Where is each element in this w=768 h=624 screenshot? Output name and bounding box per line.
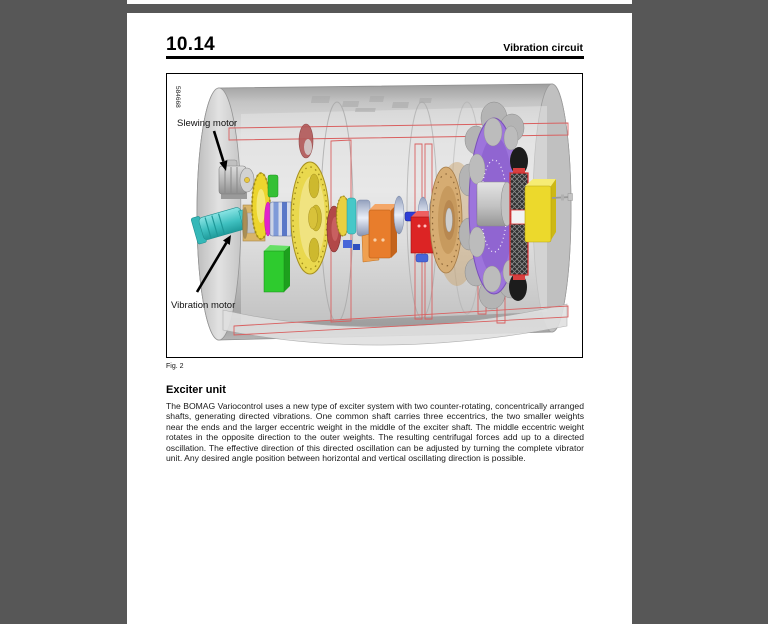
figure-id-number: 584668	[174, 86, 181, 108]
orange-eccentric-weight	[361, 204, 397, 263]
previous-page-bottom-edge	[127, 0, 632, 4]
slewing-motor	[218, 159, 255, 199]
section-number: 10.14	[166, 34, 216, 55]
shaft-bearing-left	[356, 199, 371, 237]
purple-flange-wheel	[458, 101, 525, 310]
drum-top-vents	[310, 96, 432, 112]
mount-bolt	[551, 193, 573, 201]
yellow-mount-block	[524, 179, 556, 243]
exciter-unit-diagram: 584668 Slewing motor Vibration motor	[171, 83, 573, 346]
section-heading: Exciter unit	[166, 384, 226, 396]
rubber-buffer-section	[509, 147, 529, 301]
vibration-motor-arrow	[195, 235, 231, 293]
figure-caption: Fig. 2	[166, 363, 184, 370]
green-block	[263, 245, 290, 293]
motor-face-dot	[244, 177, 250, 183]
section-outline-marks	[228, 122, 569, 336]
header-rule	[166, 56, 584, 59]
slewing-motor-label: Slewing motor	[177, 118, 237, 129]
page-header: 10.14 Vibration circuit	[166, 33, 583, 56]
main-gear-wheel	[290, 161, 330, 275]
section-disc-mark	[298, 123, 314, 159]
document-page: 10.14 Vibration circuit	[127, 13, 632, 624]
body-paragraph: The BOMAG Variocontrol uses a new type o…	[166, 401, 584, 464]
green-bracket	[267, 174, 279, 198]
middle-gear-stack	[335, 195, 360, 250]
chapter-title: Vibration circuit	[503, 42, 583, 54]
slewing-motor-arrow	[212, 130, 228, 171]
vibration-motor-label: Vibration motor	[171, 300, 235, 311]
figure-frame: 584668 Slewing motor Vibration motor	[166, 73, 583, 358]
